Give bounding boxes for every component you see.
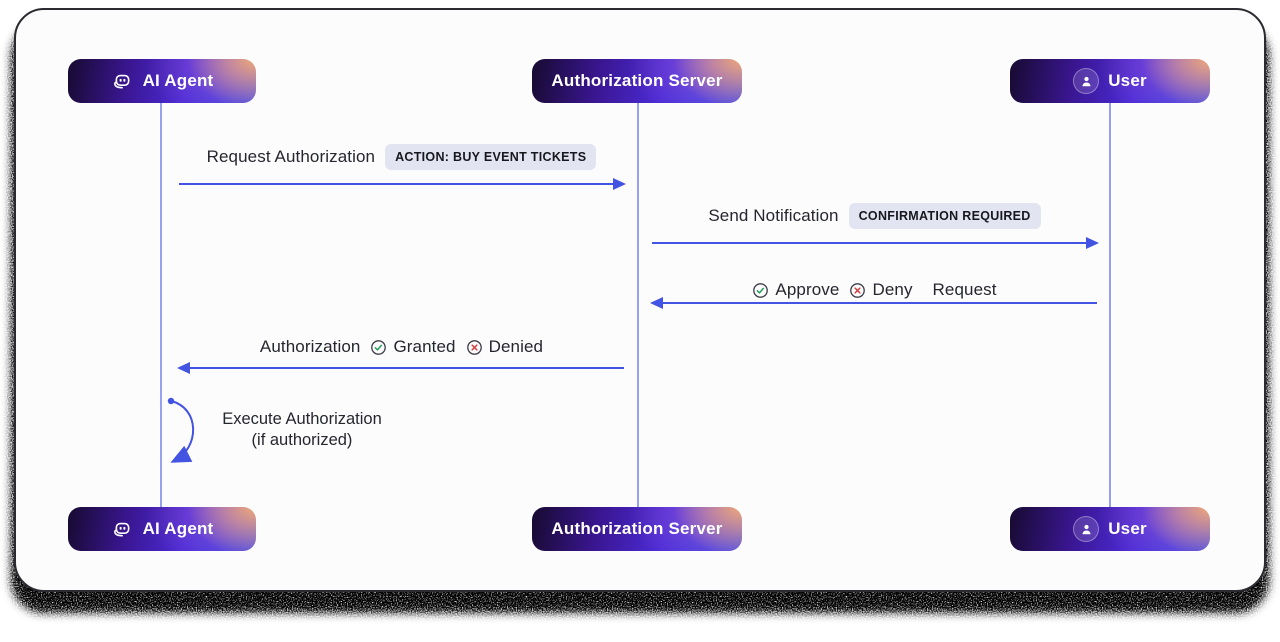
robot-icon — [111, 518, 134, 541]
x-circle-icon — [466, 339, 483, 356]
action-badge: ACTION: BUY EVENT TICKETS — [385, 144, 597, 170]
execute-text-line2: (if authorized) — [251, 431, 353, 449]
x-circle-icon — [849, 282, 866, 299]
message-text: Request Authorization — [206, 147, 376, 166]
arrowhead-right-icon — [613, 178, 626, 190]
deny-text: Deny — [872, 280, 913, 299]
message-execute-label: Execute Authorization (if authorized) — [192, 409, 412, 451]
confirmation-badge: CONFIRMATION REQUIRED — [848, 203, 1041, 229]
arrowhead-left-icon — [650, 297, 663, 309]
lifeline-ai-agent — [160, 103, 162, 507]
actor-label: Authorization Server — [551, 71, 723, 90]
granted-text: Granted — [393, 337, 456, 356]
execute-text-line1: Execute Authorization — [222, 410, 382, 428]
arrowhead-right-icon — [1086, 237, 1099, 249]
approve-token: Approve — [752, 280, 839, 300]
request-text: Request — [932, 280, 997, 299]
message-send-notification-label: Send Notification CONFIRMATION REQUIRED — [652, 202, 1097, 230]
arrowhead-left-icon — [177, 362, 190, 374]
user-icon — [1073, 516, 1100, 542]
arrow-request-authorization — [179, 178, 626, 190]
actor-ai-agent-top: AI Agent — [68, 59, 256, 103]
self-loop-arrow — [167, 397, 195, 463]
arrow-auth-result — [177, 362, 624, 374]
user-icon — [1073, 68, 1100, 94]
actor-label: User — [1108, 71, 1147, 90]
diagram-card: AI Agent Authorization Server User Reque… — [14, 8, 1266, 592]
message-auth-result-label: Authorization Granted Denied — [179, 333, 624, 361]
arrow-send-notification — [652, 237, 1099, 249]
actor-label: AI Agent — [142, 519, 214, 538]
actor-label: AI Agent — [142, 71, 214, 90]
actor-user-bottom: User — [1010, 507, 1210, 551]
actor-user-top: User — [1010, 59, 1210, 103]
arrow-approve-deny — [650, 297, 1097, 309]
actor-auth-server-top: Authorization Server — [532, 59, 742, 103]
granted-token: Granted — [370, 337, 455, 357]
authorization-text: Authorization — [259, 337, 361, 356]
message-text: Send Notification — [708, 206, 839, 225]
robot-icon — [111, 70, 134, 93]
actor-auth-server-bottom: Authorization Server — [532, 507, 742, 551]
actor-label: User — [1108, 519, 1147, 538]
check-circle-icon — [370, 339, 387, 356]
actor-label: Authorization Server — [551, 519, 723, 538]
lifeline-auth-server — [637, 103, 639, 507]
lifeline-user — [1109, 103, 1111, 507]
actor-ai-agent-bottom: AI Agent — [68, 507, 256, 551]
deny-token: Deny — [849, 280, 912, 300]
message-request-authorization-label: Request Authorization ACTION: BUY EVENT … — [179, 143, 624, 171]
denied-text: Denied — [488, 337, 544, 356]
approve-text: Approve — [775, 280, 840, 299]
check-circle-icon — [752, 282, 769, 299]
message-approve-deny-label: Approve Deny Request — [652, 276, 1097, 304]
denied-token: Denied — [466, 337, 543, 357]
